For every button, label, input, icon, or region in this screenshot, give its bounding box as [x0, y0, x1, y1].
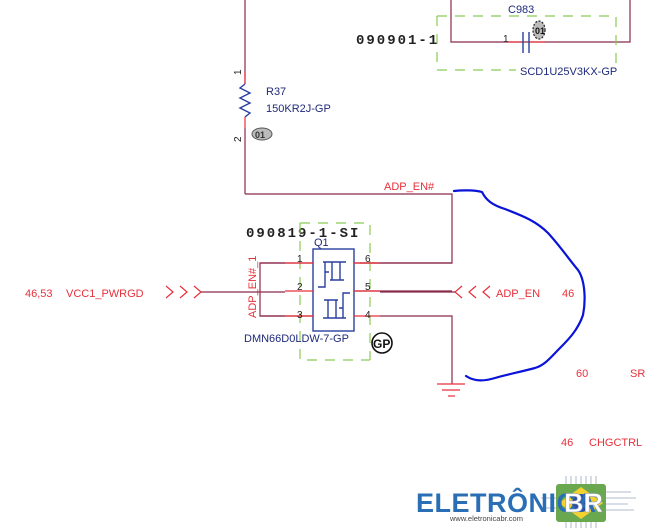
vcc1-pwrgd-port: 46,53 VCC1_PWRGD	[25, 285, 285, 300]
vcc1-pwrgd-label: VCC1_PWRGD	[66, 288, 144, 300]
gp-badge-icon: GP	[371, 332, 393, 354]
watermark-brand-suffix: BR	[564, 488, 603, 518]
wire-pin4-ground	[380, 315, 453, 384]
input-arrow-icon	[165, 285, 202, 299]
c983-group-id: 090901-1	[356, 33, 439, 49]
chgctrl-net-label: CHGCTRL	[589, 437, 642, 449]
net-label-adp-en-hash: ADP_EN#	[384, 181, 435, 193]
transistor-q1: 090819-1-SI Q1 1 2 3 6 5 4 DMN66D0LDW-7-…	[244, 222, 452, 361]
q1-part-label: DMN66D0LDW-7-GP	[244, 333, 349, 345]
adp-en-page: 46	[562, 288, 574, 300]
adp-en-port: ADP_EN 46	[380, 285, 574, 300]
q1-pin4-label: 4	[365, 310, 371, 321]
r37-part-label: 150KR2J-GP	[266, 103, 331, 115]
q1-group-box	[299, 222, 371, 361]
chip-icon	[541, 476, 636, 528]
svg-text:01: 01	[535, 26, 545, 36]
r37-pin2-label: 2	[233, 136, 244, 142]
q1-ref-label: Q1	[314, 237, 329, 249]
watermark-brand: ELETRÔNICA	[416, 487, 597, 518]
input-arrow-icon	[454, 285, 491, 299]
q1-fet-bottom	[323, 292, 350, 319]
q1-pin6-label: 6	[365, 254, 371, 265]
watermark-url: www.eletronicabr.com	[449, 514, 523, 523]
c983-group-box	[436, 15, 617, 71]
adp-en-label: ADP_EN	[496, 288, 540, 300]
net-label-adp-en-hash-1: ADP_EN#_1	[247, 256, 259, 318]
c983-part-label: SCD1U25V3KX-GP	[520, 66, 617, 78]
no-stuff-icon: 01	[251, 127, 273, 141]
q1-fet-top	[318, 261, 346, 288]
c983-pin1-label: 1	[503, 34, 509, 45]
q1-pin3-label: 3	[297, 310, 303, 321]
capacitor-c983: 01 C983 1 SCD1U25V3KX-GP 090901-1	[356, 0, 631, 78]
watermark-logo: ELETRÔNICA BR www.eletronicabr.com	[416, 476, 636, 528]
q1-pin2-label: 2	[297, 282, 303, 293]
r37-zigzag	[238, 83, 252, 118]
chgctrl-page-label: 46	[561, 437, 573, 449]
r37-pin1-label: 1	[233, 69, 244, 75]
q1-group-id: 090819-1-SI	[246, 226, 360, 242]
svg-text:GP: GP	[373, 337, 390, 351]
r37-ref-label: R37	[266, 86, 286, 98]
ground-net	[380, 315, 465, 397]
wire-adp-en-hash-1	[259, 262, 285, 317]
q1-body	[312, 248, 355, 332]
sr-net-label: SR	[630, 368, 645, 380]
ground-icon	[437, 383, 465, 397]
annotation-marker-stroke	[452, 189, 586, 382]
svg-text:01: 01	[255, 130, 265, 140]
c983-ref-label: C983	[508, 4, 534, 16]
sr-page-label: 60	[576, 368, 588, 380]
no-stuff-icon: 01	[532, 20, 546, 40]
vcc1-pwrgd-pages: 46,53	[25, 288, 53, 300]
q1-pin1-label: 1	[297, 254, 303, 265]
resistor-r37: 1 2 R37 150KR2J-GP 01	[233, 0, 331, 194]
q1-pin5-label: 5	[365, 282, 371, 293]
